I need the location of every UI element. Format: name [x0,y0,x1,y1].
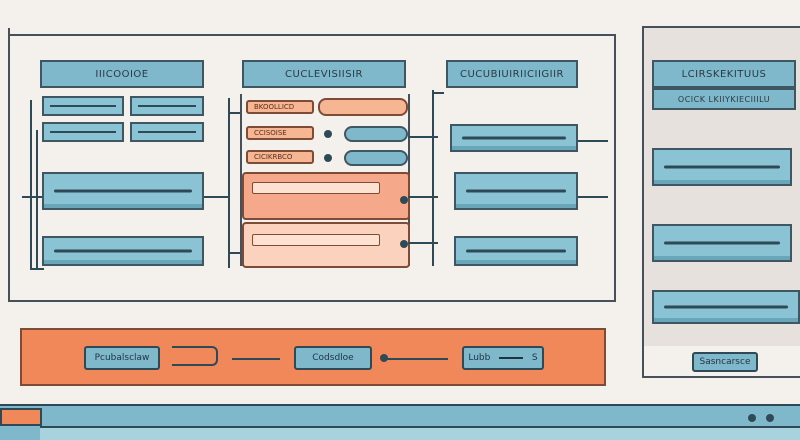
col2-panel-dot [400,240,408,248]
col2-row-label[interactable]: CICIKRBCO [246,150,314,164]
col1-bar[interactable] [42,172,204,210]
col2-panel[interactable] [242,172,410,220]
connector [228,112,242,114]
connector [432,92,444,94]
flow-chip-label: Lubb [468,353,491,363]
col1-bar[interactable] [42,236,204,266]
col1-cell[interactable] [42,122,124,142]
col1-cell[interactable] [42,96,124,116]
col3-bar[interactable] [454,236,578,266]
col4-header: LCIRSKEKITUUS [652,60,796,88]
flow-dot [380,354,388,362]
connector [578,196,608,198]
main-frame-left-post [8,28,10,44]
col2-row-pill[interactable] [344,126,408,142]
col4-subheader: OCICK LKIIYKIECIIILU [652,88,796,110]
connector [408,242,438,244]
col3-bar[interactable] [450,124,578,152]
bottom-bar-dot[interactable] [748,414,756,422]
connector [228,252,242,254]
footer-chip[interactable]: Sasncarsce [692,352,758,372]
col1-cell-group [42,96,204,146]
col2-row-pill[interactable] [344,150,408,166]
connector [432,90,434,266]
col2-panel[interactable] [242,222,410,268]
col3-header: CUCUBIUIRIICIIGIIR [446,60,578,88]
flow-connector-icon [172,346,218,366]
col1-cell[interactable] [130,96,204,116]
flow-chip[interactable]: Codsdloe [294,346,372,370]
flow-chip[interactable]: Pcubalsclaw [84,346,160,370]
col1-connector [22,196,42,198]
col1-connector [36,130,38,270]
flow-arrow [232,358,280,360]
main-frame [8,34,616,302]
col4-bar[interactable] [652,224,792,262]
col2-panel-dot [400,196,408,204]
col3-bar[interactable] [454,172,578,210]
flow-arrow [384,358,448,360]
bottom-bar-dot[interactable] [766,414,774,422]
connector [204,196,228,198]
col1-header: IIICOOIOE [40,60,204,88]
col2-row-pill[interactable] [318,98,408,116]
col2-row-dot [324,154,332,162]
col1-connector [30,268,44,270]
col4-bar[interactable] [652,290,800,324]
bottom-bar-strip [40,426,800,440]
col2-row-label[interactable]: BKOOLLICD [246,100,314,114]
flow-chip-suffix: S [531,353,538,363]
connector [408,196,438,198]
col1-cell[interactable] [130,122,204,142]
col2-header: CUCLEVISIISIR [242,60,406,88]
col2-row-dot [324,130,332,138]
col1-connector [30,100,32,270]
connector [228,98,230,268]
bottom-bar-accent [0,408,42,426]
flow-chip-line [499,357,524,359]
connector [578,140,608,142]
connector [408,136,438,138]
col4-bar[interactable] [652,148,792,186]
col2-row-label[interactable]: CCISOISE [246,126,314,140]
flow-chip[interactable]: Lubb S [462,346,544,370]
